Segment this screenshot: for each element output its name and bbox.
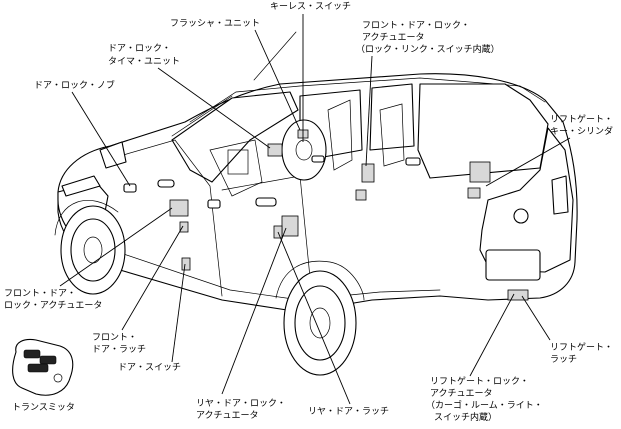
vehicle-body bbox=[54, 31, 578, 376]
label-door-lock-timer-unit-l2: タイマ・ユニット bbox=[108, 57, 181, 67]
label-front-door-lock-actuator-top-l2: アクチュエータ bbox=[362, 33, 425, 43]
label-front-door-lock-actuator-top-l3: （ロック・リンク・スイッチ内蔵） bbox=[356, 45, 500, 55]
label-liftgate-latch-l1: リフトゲート・ bbox=[550, 343, 614, 353]
label-rear-door-latch: リヤ・ドア・ラッチ bbox=[308, 407, 390, 417]
label-front-door-lock-actuator-l2: ロック・アクチュエータ bbox=[4, 301, 103, 311]
liftgate-latch-part bbox=[507, 289, 529, 301]
label-liftgate-key-cylinder-l1: リフトゲート・ bbox=[550, 115, 614, 125]
front-door-lock-actuator-top-small-part bbox=[355, 189, 367, 201]
liftgate-key-cylinder-part bbox=[467, 187, 481, 199]
label-front-door-latch-l2: ドア・ラッチ bbox=[92, 345, 147, 355]
leader-lines bbox=[59, 14, 571, 405]
label-liftgate-lock-actuator-l1: リフトゲート・ロック・ bbox=[430, 377, 529, 387]
label-door-switch: ドア・スイッチ bbox=[118, 363, 182, 373]
front-door-latch-part bbox=[179, 221, 189, 233]
label-front-door-lock-actuator-l1: フロント・ドア・ bbox=[4, 289, 77, 299]
label-front-door-lock-actuator-top-l1: フロント・ドア・ロック・ bbox=[362, 21, 470, 31]
front-door-lock-actuator-top-part bbox=[361, 163, 375, 183]
label-keyless-switch: キーレス・スイッチ bbox=[270, 2, 352, 12]
label-rear-door-lock-actuator-l1: リヤ・ドア・ロック・ bbox=[196, 399, 286, 409]
door-switch-part bbox=[181, 257, 191, 271]
liftgate-actuator-upper-part bbox=[469, 161, 491, 183]
label-flasher-unit: フラッシャ・ユニット bbox=[170, 19, 261, 29]
label-liftgate-lock-actuator-l2: アクチュエータ bbox=[430, 389, 493, 399]
label-liftgate-lock-actuator-l4: スイッチ内蔵） bbox=[434, 413, 498, 423]
component-parts bbox=[169, 129, 529, 301]
label-liftgate-latch-l2: ラッチ bbox=[550, 355, 578, 365]
label-transmitter: トランスミッタ bbox=[12, 403, 75, 413]
transmitter-key bbox=[12, 338, 74, 396]
label-door-lock-timer-unit-l1: ドア・ロック・ bbox=[108, 44, 171, 54]
label-rear-door-lock-actuator-l2: アクチュエータ bbox=[196, 411, 259, 421]
door-lock-timer-unit-part bbox=[267, 143, 283, 157]
label-liftgate-lock-actuator-l3: （カーゴ・ルーム・ライト・ bbox=[426, 401, 543, 411]
label-front-door-latch-l1: フロント・ bbox=[92, 333, 138, 343]
label-liftgate-key-cylinder-l2: キー・シリンダ bbox=[550, 127, 614, 137]
front-door-lock-actuator-part bbox=[169, 199, 189, 217]
label-door-lock-knob: ドア・ロック・ノブ bbox=[34, 81, 115, 91]
